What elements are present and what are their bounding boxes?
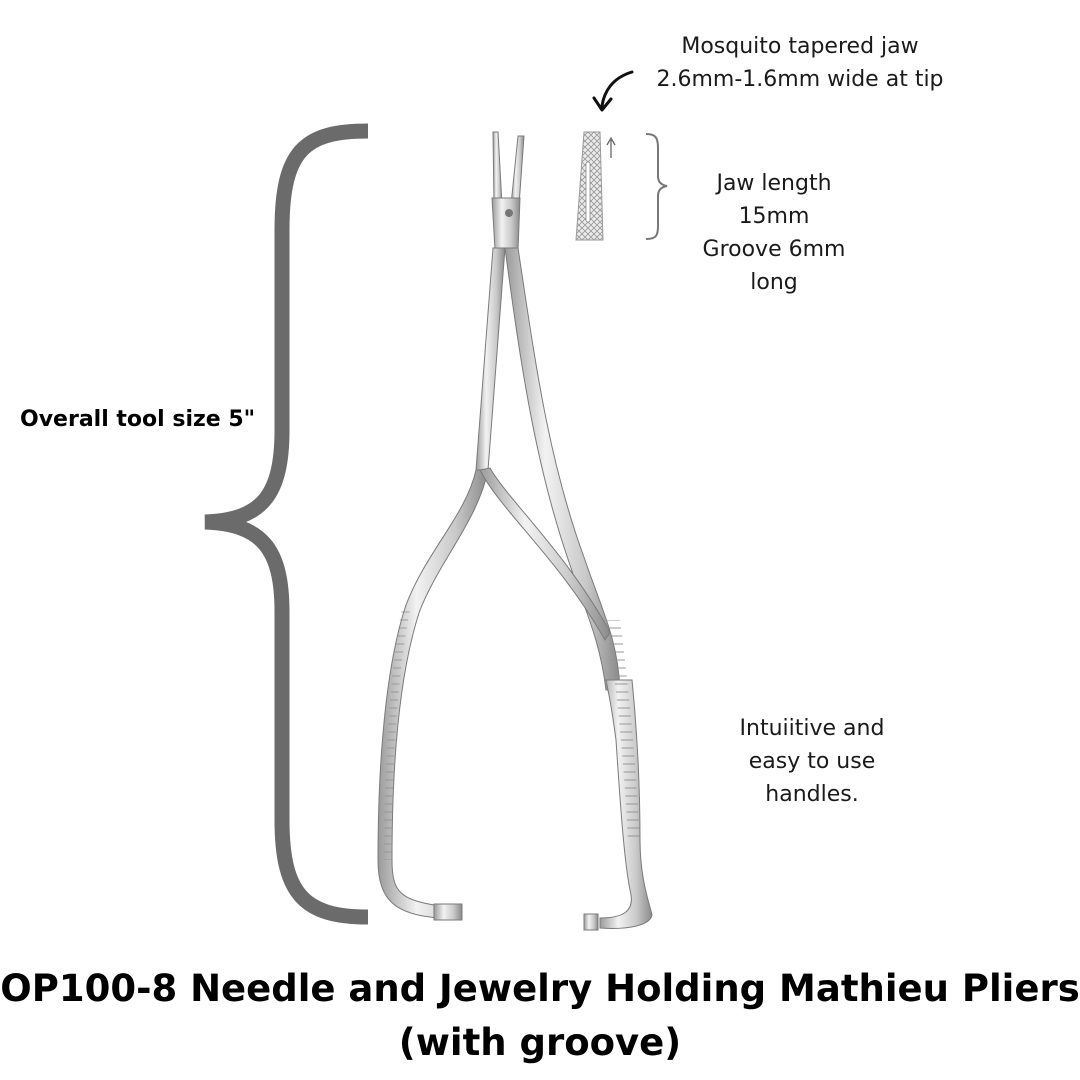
curved-arrow-icon [592,70,634,112]
jaw-shape-note: Mosquito tapered jaw 2.6mm-1.6mm wide at… [620,30,980,96]
title-line-2: (with groove) [398,1021,682,1064]
handles-line-2: easy to use [748,749,876,774]
jaw-detail-icon [575,131,616,241]
overall-size-brace [204,123,369,925]
title-line-1: OP100-8 Needle and Jewelry Holding Mathi… [0,967,1080,1010]
jaw-length-bracket [645,133,668,240]
handles-line-3: handles. [765,782,859,807]
overall-size-label: Overall tool size 5" [20,407,256,432]
jaw-dim-line-1: Jaw length [716,171,832,196]
jaw-dim-line-3: Groove 6mm [702,237,846,262]
product-title: OP100-8 Needle and Jewelry Holding Mathi… [0,962,1080,1070]
jaw-shape-line-1: Mosquito tapered jaw [681,34,919,59]
jaw-dim-line-2: 15mm [738,204,810,229]
handles-note: Intuiitive and easy to use handles. [712,712,912,811]
handles-line-1: Intuiitive and [739,716,885,741]
jaw-dim-line-4: long [750,270,798,295]
jaw-dimensions-note: Jaw length 15mm Groove 6mm long [674,167,874,299]
pliers-illustration [377,131,653,931]
jaw-shape-line-2: 2.6mm-1.6mm wide at tip [656,67,944,92]
